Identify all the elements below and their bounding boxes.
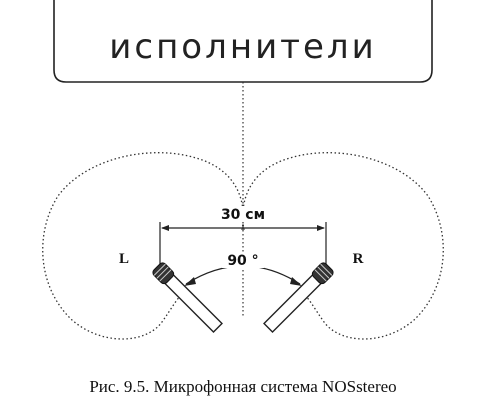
left-channel-label: L bbox=[119, 251, 129, 267]
figure-caption: Рис. 9.5. Микрофонная система NOSstereo bbox=[89, 377, 397, 396]
angle-arc-left-arrow bbox=[184, 277, 196, 286]
spacing-label-bg bbox=[218, 206, 268, 222]
left-pickup-pattern bbox=[42, 152, 244, 340]
right-mic-grille bbox=[311, 262, 334, 285]
right-channel-label: R bbox=[353, 251, 364, 267]
angle-label: 90 ° bbox=[227, 253, 258, 269]
left-microphone bbox=[152, 262, 223, 333]
right-microphone bbox=[263, 262, 334, 333]
right-pickup-pattern bbox=[242, 152, 444, 340]
nos-stereo-diagram: исполнители 30 см 90 ° L R bbox=[42, 0, 444, 340]
angle-arc-right-arrow bbox=[290, 277, 302, 286]
left-mic-grille bbox=[152, 262, 175, 285]
angle-label-bg bbox=[222, 252, 264, 268]
spacing-label: 30 см bbox=[221, 207, 265, 223]
ensemble-label: исполнители bbox=[109, 27, 376, 67]
